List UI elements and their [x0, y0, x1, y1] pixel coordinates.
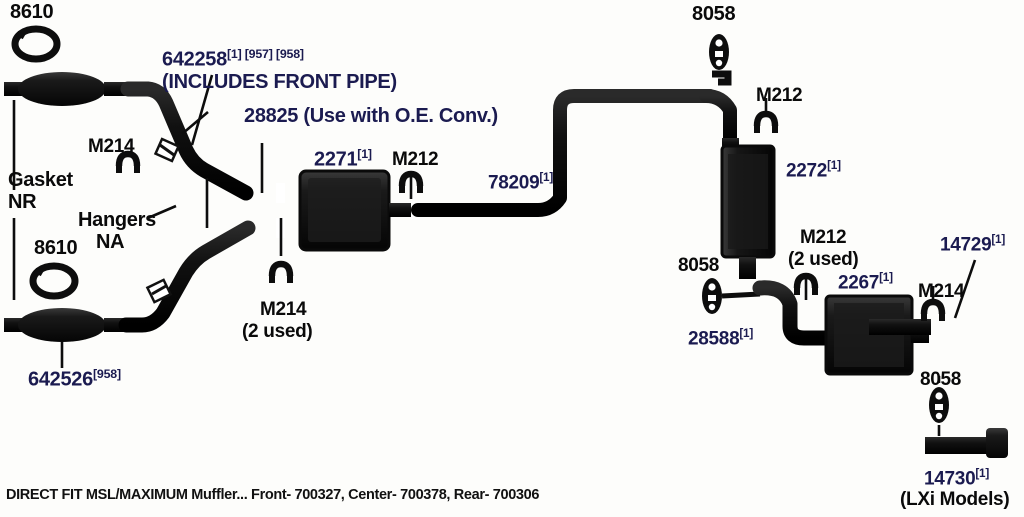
label-gasket-8610-bottom: 8610: [34, 237, 78, 259]
connector-pipe-28588: [752, 280, 834, 346]
label-vertical-muffler-number: 2272: [786, 160, 828, 182]
mid-pipe-drop: [699, 89, 737, 149]
front-pipe-lower: [118, 220, 256, 333]
label-tailpipe-14730: 14730[1]: [924, 467, 990, 490]
catalytic-converter-lower: [4, 308, 130, 342]
tailpipe-14729: [869, 319, 931, 335]
diagram-caption: DIRECT FIT MSL/MAXIMUM Muffler... Front-…: [6, 487, 540, 503]
pipe-gap-upper: [276, 183, 285, 203]
vertical-muffler-2272: [720, 144, 776, 279]
label-center-muffler-number: 2271: [314, 148, 358, 171]
label-tailpipe-14730-sup: [1]: [975, 467, 990, 480]
front-pipe-upper: [120, 81, 254, 201]
label-connector-pipe-sup: [1]: [739, 327, 754, 340]
label-front-pipe-number: 642258: [162, 48, 227, 71]
label-hangers-na-line2: NA: [96, 231, 125, 253]
label-tailpipe-14730-number: 14730: [924, 468, 976, 490]
label-mid-pipe-sup: [1]: [539, 171, 554, 184]
tailpipe-14730: [925, 428, 1008, 458]
hanger-icon-m212-upper-right: [753, 110, 779, 133]
gasket-ring-upper: [11, 25, 61, 63]
label-hangers-na-line1: Hangers: [78, 209, 156, 231]
label-oe-conv-pipe-28825: 28825 (Use with O.E. Conv.): [244, 105, 498, 127]
hanger-icon-m214-upper-left: [115, 150, 141, 173]
label-hanger-8058-top: 8058: [692, 3, 736, 25]
label-gasket-nr-line1: Gasket: [8, 169, 73, 191]
hanger-icon-m214-center: [268, 260, 294, 283]
gasket-ring-lower: [29, 262, 79, 300]
hanger-icon-m214-right: [920, 298, 946, 321]
label-hanger-m214-center-line1: M214: [260, 299, 307, 320]
label-left-converter-642526: 642526[958]: [28, 367, 121, 391]
label-center-muffler-2271: 2271[1]: [314, 147, 372, 171]
label-lxi-models: (LXi Models): [900, 489, 1010, 510]
label-left-converter-sup: [958]: [92, 367, 121, 381]
label-hanger-m214-upper-left: M214: [88, 136, 135, 157]
label-hanger-m212-center: M212: [392, 149, 439, 170]
label-hanger-m212-lower-line2: (2 used): [788, 249, 859, 270]
label-front-pipe-642258: 642258[1] [957] [958]: [162, 47, 304, 71]
label-rear-muffler-number: 2267: [838, 272, 880, 294]
hanger-8058-mid: [702, 278, 722, 314]
label-vertical-muffler-sup: [1]: [827, 159, 841, 172]
hanger-rod-28588: [721, 291, 761, 299]
label-tailpipe-14729: 14729[1]: [940, 233, 1006, 256]
hanger-8058-bottom: [929, 387, 949, 423]
label-hanger-m214-center-line2: (2 used): [242, 321, 313, 342]
hanger-8058-top: [709, 34, 732, 86]
catalytic-converter-upper: [4, 72, 130, 106]
label-hanger-m212-lower-line1: M212: [800, 227, 847, 248]
leader-lines: [12, 74, 977, 436]
label-mid-pipe-number: 78209: [488, 172, 540, 194]
label-hanger-8058-bottom: 8058: [920, 369, 962, 390]
label-tailpipe-14729-number: 14729: [940, 234, 992, 256]
label-connector-pipe-number: 28588: [688, 328, 740, 350]
label-rear-muffler-2267: 2267[1]: [838, 271, 893, 294]
label-gasket-8610-top: 8610: [10, 1, 54, 23]
label-left-converter-number: 642526: [28, 368, 93, 391]
pipe-clamp-lower: [145, 278, 173, 304]
label-vertical-muffler-2272: 2272[1]: [786, 159, 841, 182]
label-mid-pipe-78209: 78209[1]: [488, 171, 554, 194]
label-center-muffler-sup: [1]: [357, 147, 372, 161]
label-gasket-nr-line2: NR: [8, 191, 37, 213]
label-includes-front-pipe: (INCLUDES FRONT PIPE): [162, 71, 397, 93]
label-front-pipe-sup: [1] [957] [958]: [226, 47, 304, 61]
label-tailpipe-14729-sup: [1]: [991, 233, 1006, 246]
label-connector-pipe-28588: 28588[1]: [688, 327, 754, 350]
mid-pipe-78209: [411, 89, 717, 217]
label-rear-muffler-sup: [1]: [879, 271, 893, 284]
label-hanger-8058-mid: 8058: [678, 255, 720, 276]
label-hanger-m212-upper-right: M212: [756, 85, 803, 106]
pipe-clamp-upper: [153, 137, 181, 163]
label-hanger-m214-right: M214: [918, 281, 965, 302]
